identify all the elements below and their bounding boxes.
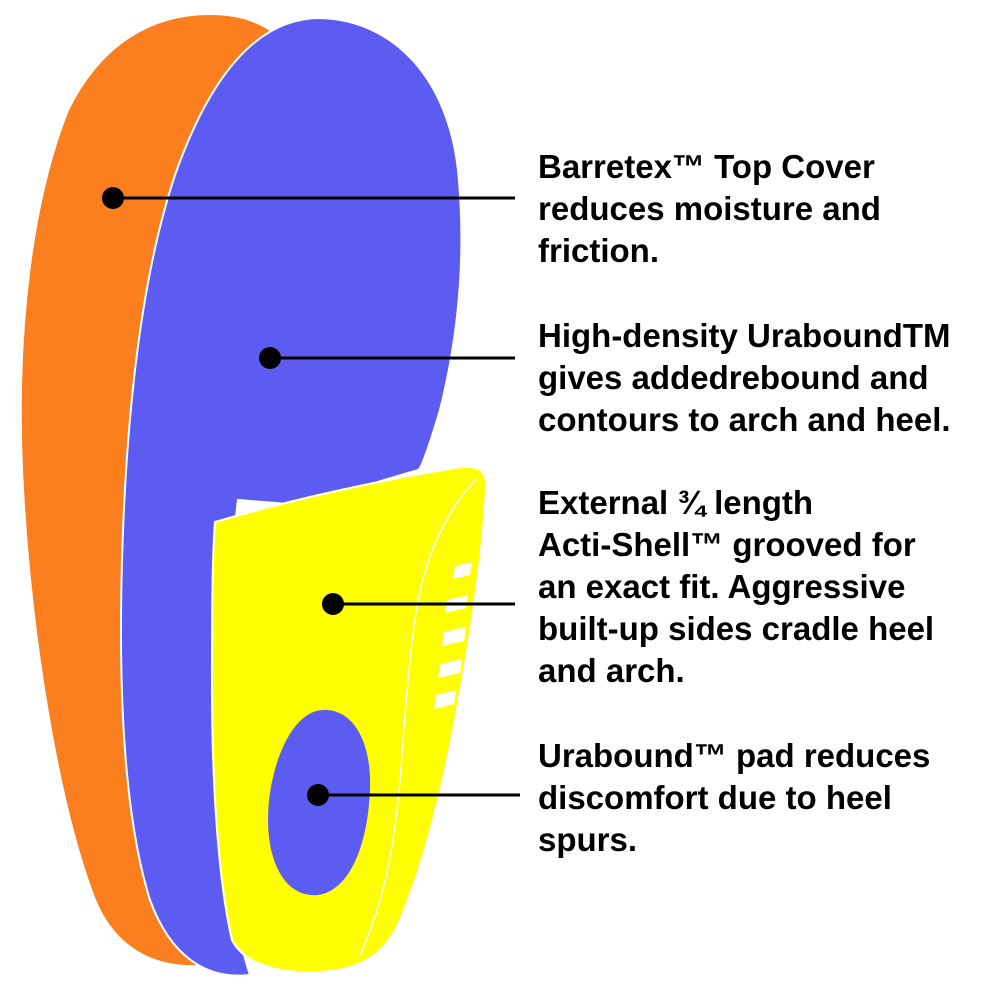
callout-line: gives addedrebound and: [538, 359, 929, 396]
leader-pad: [307, 784, 520, 806]
callout-top-cover: Barretex™ Top Cover reduces moisture and…: [538, 146, 993, 272]
leader-dot: [102, 187, 124, 209]
callout-line: contours to arch and heel.: [538, 401, 951, 438]
callout-line: discomfort due to heel: [538, 779, 892, 816]
shell-grooves: [434, 562, 472, 709]
callout-line: reduces moisture and: [538, 190, 881, 227]
callout-line: Urabound™ pad reduces: [538, 737, 931, 774]
groove-1: [453, 562, 472, 579]
groove-3: [442, 627, 466, 646]
callout-urabound: High-density UraboundTM gives addedrebou…: [538, 315, 993, 441]
leader-shell: [322, 593, 515, 615]
leader-dot: [259, 347, 281, 369]
callout-line: Acti-Shell™ grooved for: [538, 526, 916, 563]
leader-top-cover: [102, 187, 515, 209]
callout-acti-shell: External ¾ length Acti-Shell™ grooved fo…: [538, 482, 993, 692]
callout-line: High-density UraboundTM: [538, 317, 951, 354]
callout-line: spurs.: [538, 821, 638, 858]
groove-5: [434, 690, 456, 709]
callout-heel-pad: Urabound™ pad reduces discomfort due to …: [538, 735, 993, 861]
callout-line: built-up sides cradle heel: [538, 610, 935, 647]
leader-dot: [322, 593, 344, 615]
shell-contour-line: [359, 477, 479, 956]
callout-line: Barretex™ Top Cover: [538, 148, 875, 185]
callout-line: friction.: [538, 232, 659, 269]
groove-4: [438, 659, 462, 678]
callout-line: External ¾ length: [538, 484, 814, 521]
callout-line: an exact fit. Aggressive: [538, 568, 906, 605]
leader-urabound: [259, 347, 515, 369]
callout-line: and arch.: [538, 652, 685, 689]
leader-dot: [307, 784, 329, 806]
